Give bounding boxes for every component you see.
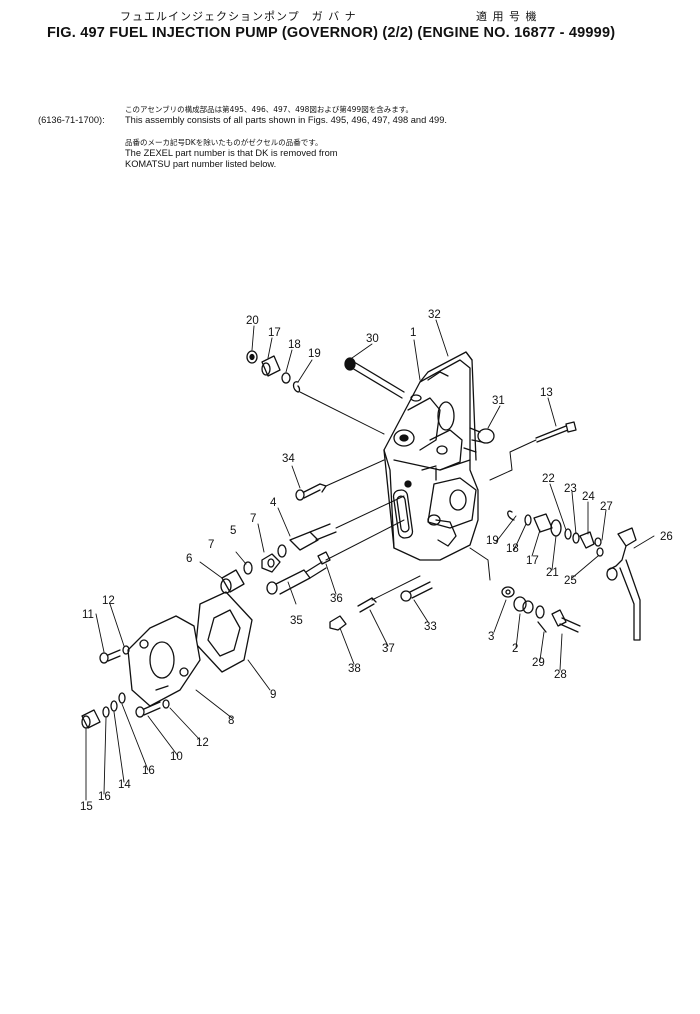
callout-33: 33 [424,621,437,633]
bolt-30 [344,357,405,399]
title-japanese: フュエルインジェクションポンプ ガ バ ナ [120,10,357,23]
part-2-nut [513,596,534,614]
callout-4: 4 [270,497,277,509]
callout-2: 2 [512,643,518,655]
governor-housing [383,351,479,561]
callout-7-lower: 7 [208,539,214,551]
callout-8: 8 [228,715,234,727]
part-31-knob [469,427,495,444]
part-36-nut [317,551,331,565]
callout-12-upper: 12 [102,595,115,607]
callout-16-right: 16 [142,765,155,777]
cap-15 [81,709,101,729]
callout-6: 6 [186,553,192,565]
washer-16b [118,692,126,704]
part-27-pin [594,537,602,547]
callout-26: 26 [660,531,673,543]
part-24-nut [579,531,595,549]
zexel-note-line-2: KOMATSU part number listed below. [125,159,277,169]
part-7-washer-a [277,544,287,558]
part-12-washer-upper [122,645,130,655]
part-3-washer [501,586,515,598]
callout-34: 34 [282,453,295,465]
part-17-right [533,513,553,533]
callout-35: 35 [290,615,303,627]
callout-25: 25 [564,575,577,587]
part-7-washer-b [243,561,253,575]
zexel-note-line-1: The ZEXEL part number is that DK is remo… [125,148,338,158]
part-35-rod [266,561,327,595]
applicability-label-japanese: 適 用 号 機 [476,10,538,23]
part-20-nut [246,350,258,364]
callout-5: 5 [230,525,236,537]
callout-36: 36 [330,593,343,605]
callout-30: 30 [366,333,379,345]
part-23-washer [572,532,580,544]
callout-12-lower: 12 [196,737,209,749]
nut-38 [329,615,347,631]
callout-38: 38 [348,663,361,675]
callout-29: 29 [532,657,545,669]
part-18-ring [281,372,291,384]
stud-37 [357,597,377,613]
bolt-28 [551,609,581,633]
callout-16-left: 16 [98,791,111,803]
cover-8 [127,615,201,707]
lever-26 [606,527,641,641]
zexel-note-japanese: 品番のメーカ記号DKを除いたものがゼクセルの品番です。 [125,138,323,147]
part-22-washer [564,528,572,540]
callout-1: 1 [410,327,416,339]
bolt-10 [135,701,161,718]
bolt-13 [535,421,577,443]
callout-20: 20 [246,315,259,327]
callout-15: 15 [80,801,93,813]
callout-37: 37 [382,643,395,655]
assembly-note: This assembly consists of all parts show… [125,115,447,125]
part-17-sleeve [261,355,281,377]
callout-9: 9 [270,689,276,701]
callout-18: 18 [288,339,301,351]
screw-34 [295,483,327,501]
callout-22: 22 [542,473,555,485]
callout-3: 3 [488,631,494,643]
washer-14 [110,700,118,712]
callout-13: 13 [540,387,553,399]
part-19-right [507,510,515,521]
assembly-note-japanese: このアセンブリの構成部品は第495、496、497、498図および第499図を含… [125,105,413,114]
callout-10: 10 [170,751,183,763]
figure-title: FIG. 497 FUEL INJECTION PUMP (GOVERNOR) … [47,25,616,41]
callout-19-right: 19 [486,535,499,547]
callout-24: 24 [582,491,595,503]
part-12-washer-lower [162,699,170,709]
part-6-cap [220,569,245,594]
callout-32: 32 [428,309,441,321]
gasket-9 [195,591,253,673]
callout-27: 27 [600,501,613,513]
part-25-washer [596,547,604,557]
part-19-clip [292,381,301,393]
callout-11: 11 [82,609,94,621]
part-18-right [524,514,532,526]
callout-28: 28 [554,669,567,681]
bolt-33 [400,581,433,602]
callout-23: 23 [564,483,577,495]
callout-7-upper: 7 [250,513,256,525]
bolt-4 [289,523,337,551]
callout-17-right: 17 [526,555,539,567]
part-29-washer [535,605,547,633]
callout-21: 21 [546,567,559,579]
callout-18-right: 18 [506,543,519,555]
callout-17: 17 [268,327,281,339]
washer-16a [102,706,110,718]
assembly-part-number: (6136-71-1700): [38,115,105,125]
callout-19: 19 [308,348,321,360]
callout-31: 31 [492,395,505,407]
bolt-11 [99,649,121,664]
callout-14: 14 [118,779,131,791]
part-5-nut [261,553,281,573]
